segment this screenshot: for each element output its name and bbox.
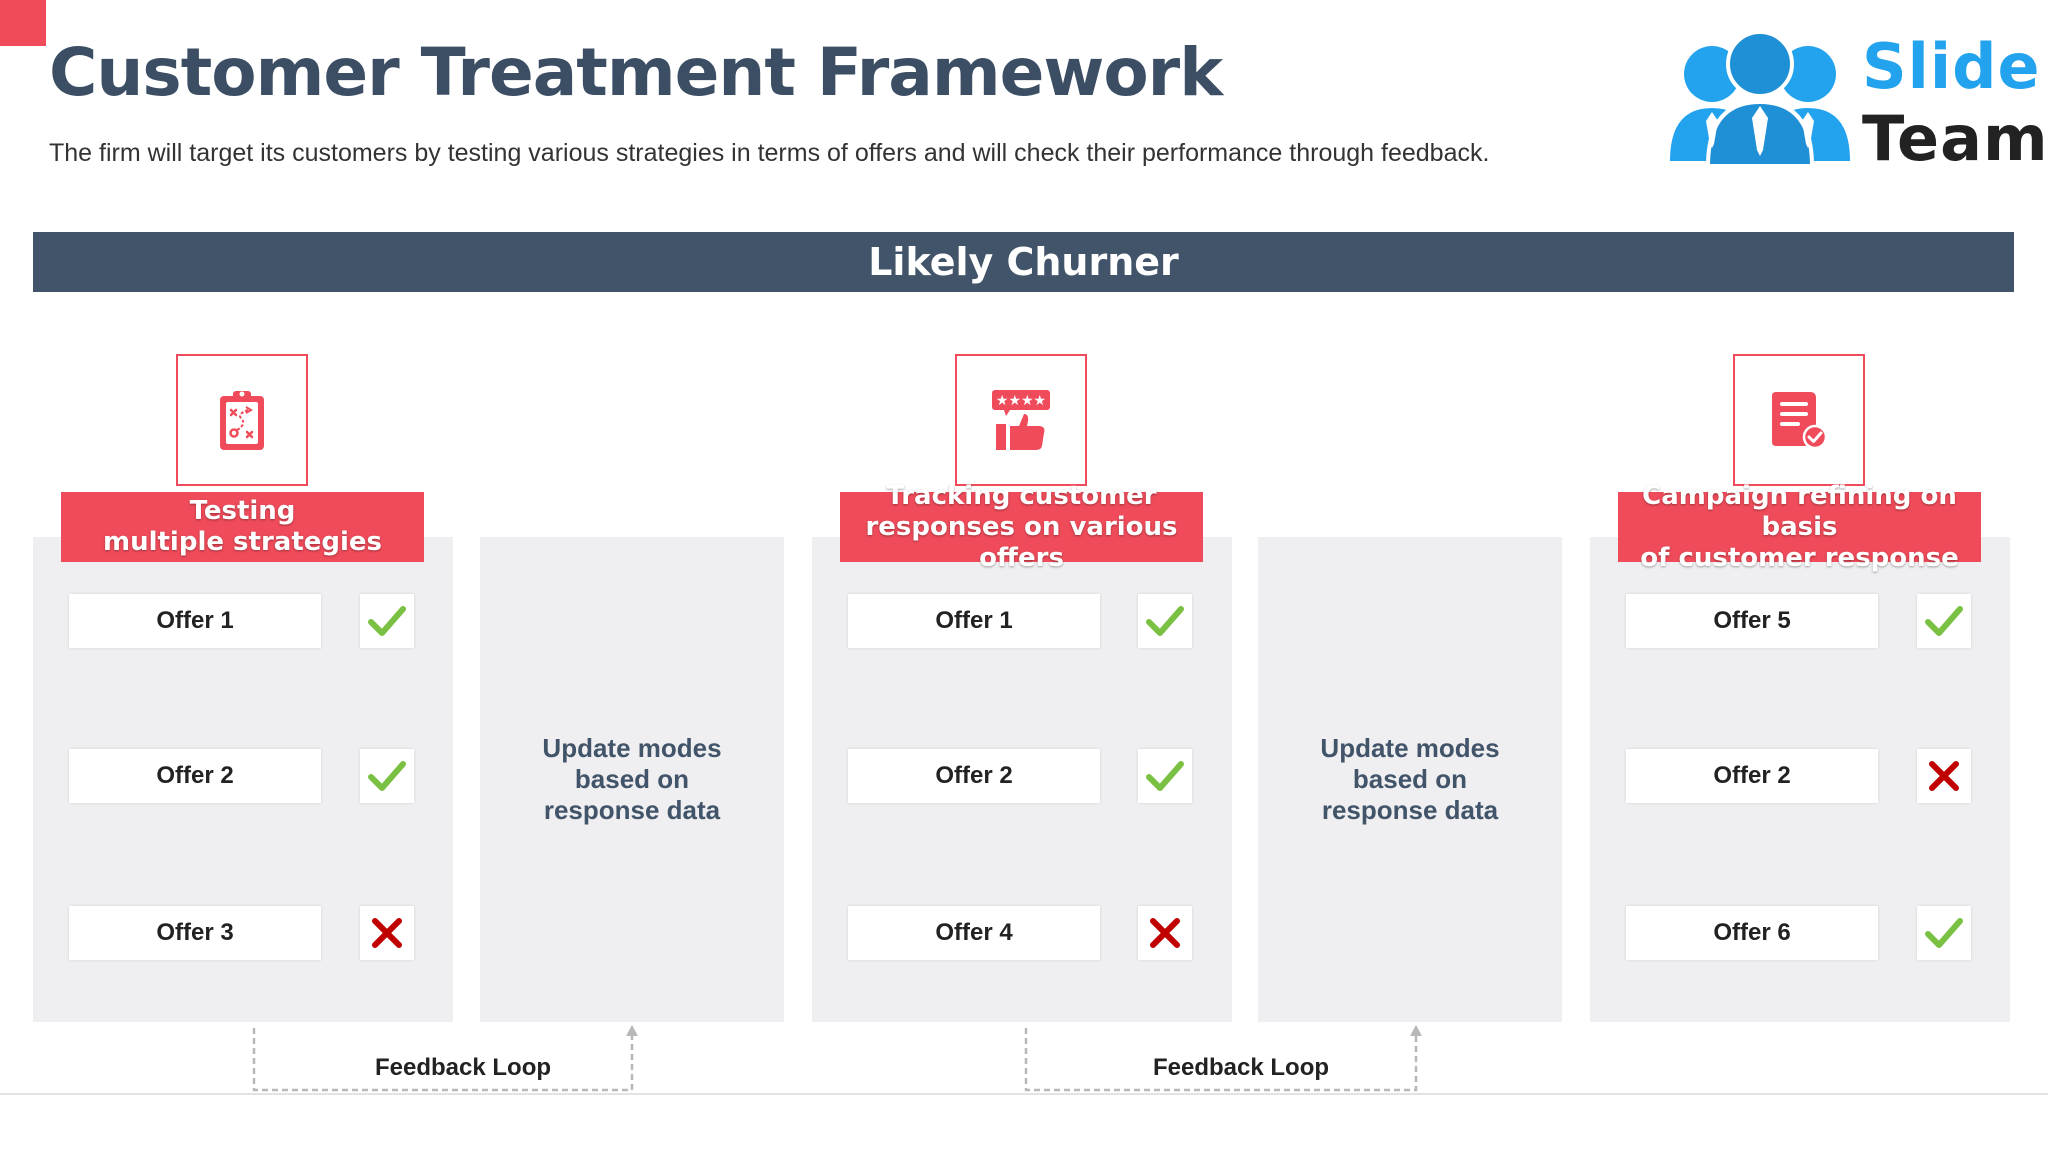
update-panel-2 (1258, 537, 1562, 1022)
check-mark-icon (360, 749, 414, 803)
feedback-loop-arrowhead-2 (1410, 1025, 1422, 1036)
feedback-loop-label: Feedback Loop (1153, 1054, 1330, 1081)
stage-icon-box-testing (176, 354, 308, 486)
update-panel-1 (480, 537, 784, 1022)
document-check-icon (1772, 392, 1826, 450)
offer-card: Offer 1 (69, 594, 321, 648)
cross-mark-icon (360, 906, 414, 960)
rating-thumbs-up-icon: ★★★★ (992, 390, 1050, 450)
cross-mark-icon (1917, 749, 1971, 803)
cross-mark-icon (1138, 906, 1192, 960)
offer-card: Offer 2 (69, 749, 321, 803)
logo-text-slide: Slide (1862, 30, 2041, 103)
offer-card: Offer 2 (848, 749, 1100, 803)
feedback-loop-path-1 (252, 1028, 634, 1092)
offer-card: Offer 1 (848, 594, 1100, 648)
svg-text:★★★★: ★★★★ (996, 393, 1046, 409)
stage-icon-box-tracking: ★★★★ (955, 354, 1087, 486)
slideteam-logo: Slide Team (1660, 26, 2048, 176)
offer-card: Offer 2 (1626, 749, 1878, 803)
check-mark-icon (1138, 749, 1192, 803)
likely-churner-banner: Likely Churner (33, 232, 2014, 292)
check-mark-icon (1917, 906, 1971, 960)
corner-accent (0, 0, 46, 46)
page-subtitle: The firm will target its customers by te… (49, 139, 1490, 167)
team-people-icon (1670, 30, 1850, 166)
feedback-loop-label: Feedback Loop (375, 1054, 552, 1081)
check-mark-icon (1138, 594, 1192, 648)
offer-card: Offer 4 (848, 906, 1100, 960)
clipboard-strategy-icon (220, 391, 264, 450)
feedback-loop-arrowhead-1 (626, 1025, 638, 1036)
offer-card: Offer 3 (69, 906, 321, 960)
feedback-loop-path-2 (1024, 1028, 1418, 1092)
page-title: Customer Treatment Framework (49, 34, 1223, 111)
footer-divider (0, 1093, 2048, 1095)
stage-icon-box-campaign (1733, 354, 1865, 486)
check-mark-icon (1917, 594, 1971, 648)
check-mark-icon (360, 594, 414, 648)
offer-card: Offer 6 (1626, 906, 1878, 960)
offer-card: Offer 5 (1626, 594, 1878, 648)
logo-text-team: Team (1862, 102, 2048, 175)
feedback-loop-connectors (252, 1025, 1422, 1092)
